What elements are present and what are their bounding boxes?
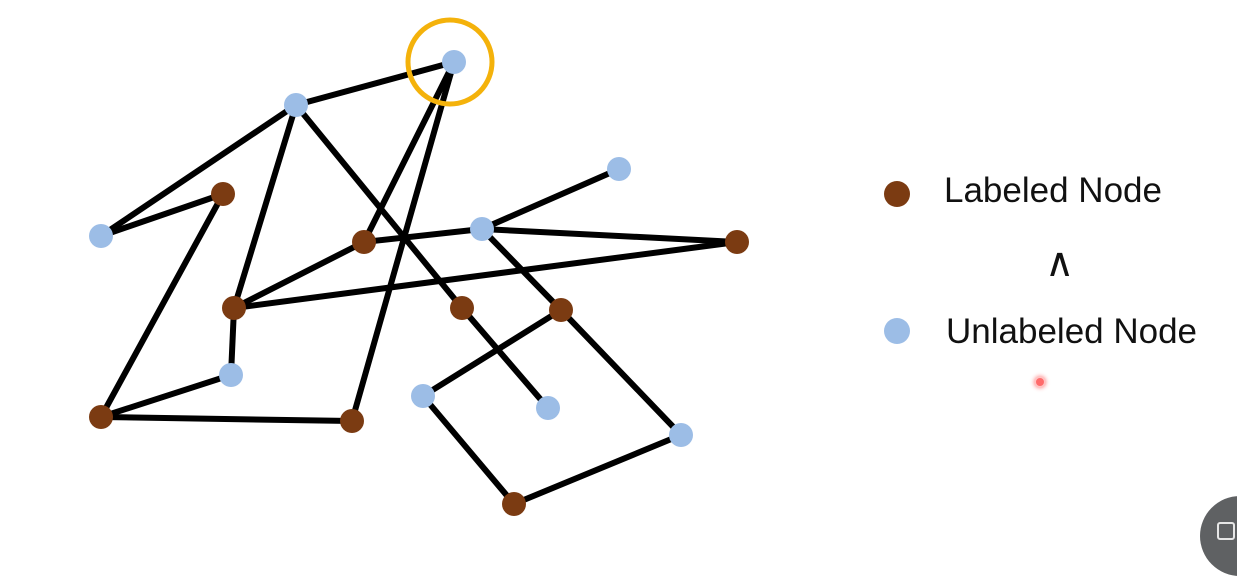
labeled-node-n12 xyxy=(89,405,113,429)
highlight-ring xyxy=(405,17,495,107)
unlabeled-node-n3 xyxy=(89,224,113,248)
unlabeled-node-n6 xyxy=(470,217,494,241)
legend-labeled-label: Labeled Node xyxy=(944,171,1162,210)
legend-relation-symbol: ∧ xyxy=(1045,240,1075,286)
graph-edge-n0-n13 xyxy=(349,59,457,424)
unlabeled-node-n15 xyxy=(536,396,560,420)
labeled-node-n2 xyxy=(211,182,235,206)
graph-edge-n17-n16 xyxy=(511,432,684,507)
unlabeled-node-n11 xyxy=(219,363,243,387)
legend-unlabeled-label: Unlabeled Node xyxy=(946,312,1198,351)
graph-edge-n14-n17 xyxy=(420,393,517,507)
labeled-node-n5 xyxy=(352,230,376,254)
unlabeled-node-n4 xyxy=(607,157,631,181)
graph-diagram xyxy=(89,17,749,516)
cursor-pointer-dot xyxy=(1034,376,1046,388)
graph-nodes xyxy=(89,50,749,516)
graph-edge-n11-n12 xyxy=(98,372,234,420)
labeled-node-n17 xyxy=(502,492,526,516)
labeled-node-n10 xyxy=(450,296,474,320)
graph-edges xyxy=(98,59,740,507)
graph-edge-n0-n1 xyxy=(293,59,457,108)
unlabeled-node-n14 xyxy=(411,384,435,408)
expand-icon xyxy=(1217,522,1235,540)
graph-edge-n8-n7 xyxy=(231,239,740,311)
unlabeled-node-n1 xyxy=(284,93,308,117)
graph-edge-n6-n7 xyxy=(479,226,740,245)
graph-edge-n9-n14 xyxy=(420,307,564,399)
legend-unlabeled-dot xyxy=(884,318,910,344)
legend-labeled-dot xyxy=(884,181,910,207)
graph-edge-n1-n3 xyxy=(98,102,299,239)
graph-edge-n6-n5 xyxy=(361,226,485,245)
unlabeled-node-n16 xyxy=(669,423,693,447)
graph-edge-n1-n10 xyxy=(293,102,465,311)
graph-edge-n5-n8 xyxy=(231,239,367,311)
graph-edge-n10-n15 xyxy=(459,305,551,411)
graph-edge-n1-n8 xyxy=(231,102,299,311)
graph-edge-n12-n13 xyxy=(98,414,355,424)
graph-edge-n9-n16 xyxy=(558,307,684,438)
labeled-node-n7 xyxy=(725,230,749,254)
labeled-node-n13 xyxy=(340,409,364,433)
unlabeled-node-n0 xyxy=(442,50,466,74)
graph-edge-n0-n5 xyxy=(361,59,457,245)
graph-edge-n3-n2 xyxy=(98,191,226,239)
graph-edge-n4-n6 xyxy=(479,166,622,232)
labeled-node-n8 xyxy=(222,296,246,320)
graph-edge-n2-n12 xyxy=(98,191,226,420)
labeled-node-n9 xyxy=(549,298,573,322)
